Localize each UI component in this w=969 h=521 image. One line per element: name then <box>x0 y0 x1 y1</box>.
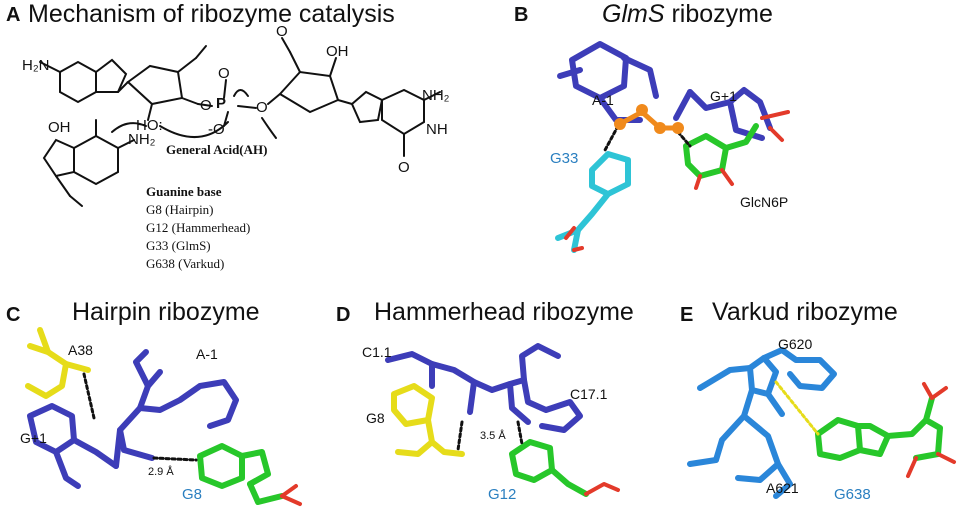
svg-text:P: P <box>216 95 226 112</box>
label-g-plus-1: G+1 <box>20 430 47 446</box>
panel-e-letter: E <box>680 304 694 326</box>
label-g12: G12 <box>488 486 517 503</box>
label-c1-1: C1.1 <box>362 344 392 360</box>
panel-a-letter: A <box>6 4 21 26</box>
label-g620: G620 <box>778 336 813 352</box>
panel-d: D Hammerhead ribozyme <box>332 290 672 521</box>
panel-a: A Mechanism of ribozyme catalysis <box>0 0 470 280</box>
svg-text:O: O <box>218 65 230 82</box>
guanine-list-item: G8 (Hairpin) <box>146 202 214 217</box>
panel-d-letter: D <box>336 304 351 326</box>
panel-d-title: Hammerhead ribozyme <box>374 298 634 326</box>
svg-text:OH: OH <box>48 119 71 136</box>
svg-text:O: O <box>276 23 288 40</box>
panel-b-title-rest: ribozyme <box>664 0 773 28</box>
label-g8: G8 <box>366 410 385 426</box>
svg-text:O: O <box>200 97 212 114</box>
mechanism-structure-diagram: H₂N O P O -O O O OH NH₂ NH O HO: OH NH₂ <box>22 23 450 207</box>
guanine-list-item: G12 (Hammerhead) <box>146 220 251 235</box>
general-acid-label: General Acid(AH) <box>166 142 268 157</box>
guanine-list-item: G33 (GlmS) <box>146 238 211 253</box>
panel-b-letter: B <box>514 4 529 26</box>
label-distance: 3.5 Å <box>480 430 506 442</box>
guanine-list-item: G638 (Varkud) <box>146 256 225 271</box>
label-a-minus-1: A-1 <box>196 346 218 362</box>
panel-c-letter: C <box>6 304 21 326</box>
label-a621: A621 <box>766 480 799 496</box>
label-g638: G638 <box>834 486 871 503</box>
label-g8: G8 <box>182 486 203 503</box>
svg-text:H₂N: H₂N <box>22 57 50 74</box>
panel-e: E Varkud ribozyme <box>672 290 969 521</box>
label-a38: A38 <box>68 342 93 358</box>
panel-a-title: Mechanism of ribozyme catalysis <box>28 0 395 28</box>
svg-text:O: O <box>398 159 410 176</box>
svg-text:O: O <box>256 99 268 116</box>
hammerhead-structure-model <box>385 343 620 497</box>
panel-b: B GlmS ribozyme <box>500 0 969 280</box>
panel-b-title-italic: GlmS <box>602 0 665 28</box>
hairpin-structure-model <box>25 327 302 506</box>
svg-text:OH: OH <box>326 43 349 60</box>
panel-b-title: GlmS ribozyme <box>602 0 773 29</box>
panel-e-title: Varkud ribozyme <box>712 298 898 326</box>
svg-text:NH₂: NH₂ <box>422 87 450 104</box>
guanine-base-heading: Guanine base <box>146 184 222 199</box>
svg-text:HO:: HO: <box>136 117 163 134</box>
svg-text:-O: -O <box>208 121 225 138</box>
label-distance: 2.9 Å <box>148 466 174 478</box>
glms-structure-model <box>555 41 790 253</box>
label-glcn6p: GlcN6P <box>740 194 789 210</box>
label-c17-1: C17.1 <box>570 386 608 402</box>
svg-text:NH₂: NH₂ <box>128 131 156 148</box>
panel-c-title: Hairpin ribozyme <box>72 298 260 326</box>
varkud-structure-model <box>687 347 956 499</box>
panel-c: C Hairpin ribozyme <box>0 290 330 521</box>
label-g33: G33 <box>550 150 579 167</box>
label-a-minus-1: A-1 <box>592 92 614 108</box>
svg-text:NH: NH <box>426 121 448 138</box>
label-g-plus-1: G+1 <box>710 88 737 104</box>
